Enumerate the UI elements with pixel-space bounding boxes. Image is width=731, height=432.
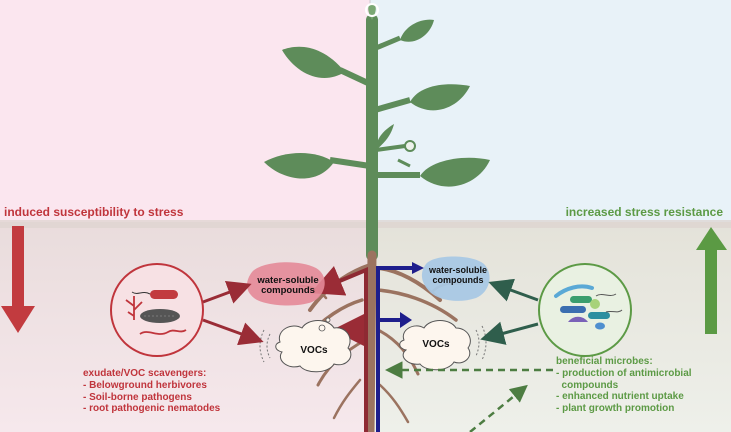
right-water-soluble-blob <box>421 256 490 301</box>
right-microbes-list: beneficial microbes: - production of ant… <box>556 356 692 415</box>
left-list-item: - Soil-borne pathogens <box>83 391 192 403</box>
decrease-arrow <box>1 226 35 333</box>
left-water-soluble-blob <box>247 262 325 306</box>
leaf <box>264 153 334 179</box>
right-heading: increased stress resistance <box>565 205 723 219</box>
left-arrow-to-vocs <box>202 318 264 346</box>
flower-bud <box>404 140 416 152</box>
left-water-soluble-label: water-soluble compounds <box>257 275 319 297</box>
leaf <box>400 19 434 42</box>
right-list-item: - production of antimicrobial <box>556 367 692 379</box>
left-vocs-cloud <box>259 317 352 373</box>
right-signal-path <box>376 262 424 432</box>
leaf <box>376 124 394 150</box>
left-scavenger-list: exudate/VOC scavengers: - Belowground he… <box>83 368 220 415</box>
right-arrow-to-vocs <box>480 321 539 345</box>
increase-arrow <box>696 227 727 334</box>
left-vocs-label: VOCs <box>300 345 328 356</box>
right-list-item: compounds <box>556 379 619 391</box>
right-list-item: - plant growth promotion <box>556 403 675 415</box>
right-list-title: beneficial microbes: <box>556 356 653 367</box>
leaf <box>420 157 490 187</box>
soil-surface <box>0 220 731 228</box>
plant-shoot <box>329 3 420 261</box>
right-vocs-label: VOCs <box>422 339 450 350</box>
right-vocs-cloud <box>399 320 487 371</box>
left-list-item: - root pathogenic nematodes <box>83 403 221 415</box>
pathogens-herbivores-nematodes-icon <box>110 263 204 357</box>
beneficial-microbes-icon <box>538 263 632 357</box>
left-heading: induced susceptibility to stress <box>4 205 184 219</box>
left-list-item: - Belowground herbivores <box>83 379 207 391</box>
left-arrow-to-water <box>202 281 252 304</box>
right-list-item: - enhanced nutrient uptake <box>556 391 684 403</box>
left-list-title: exudate/VOC scavengers: <box>83 368 207 379</box>
leaf <box>282 46 345 78</box>
right-water-soluble-label: water-soluble compounds <box>428 265 487 285</box>
leaf <box>410 84 470 111</box>
right-arrow-to-water <box>488 278 539 302</box>
